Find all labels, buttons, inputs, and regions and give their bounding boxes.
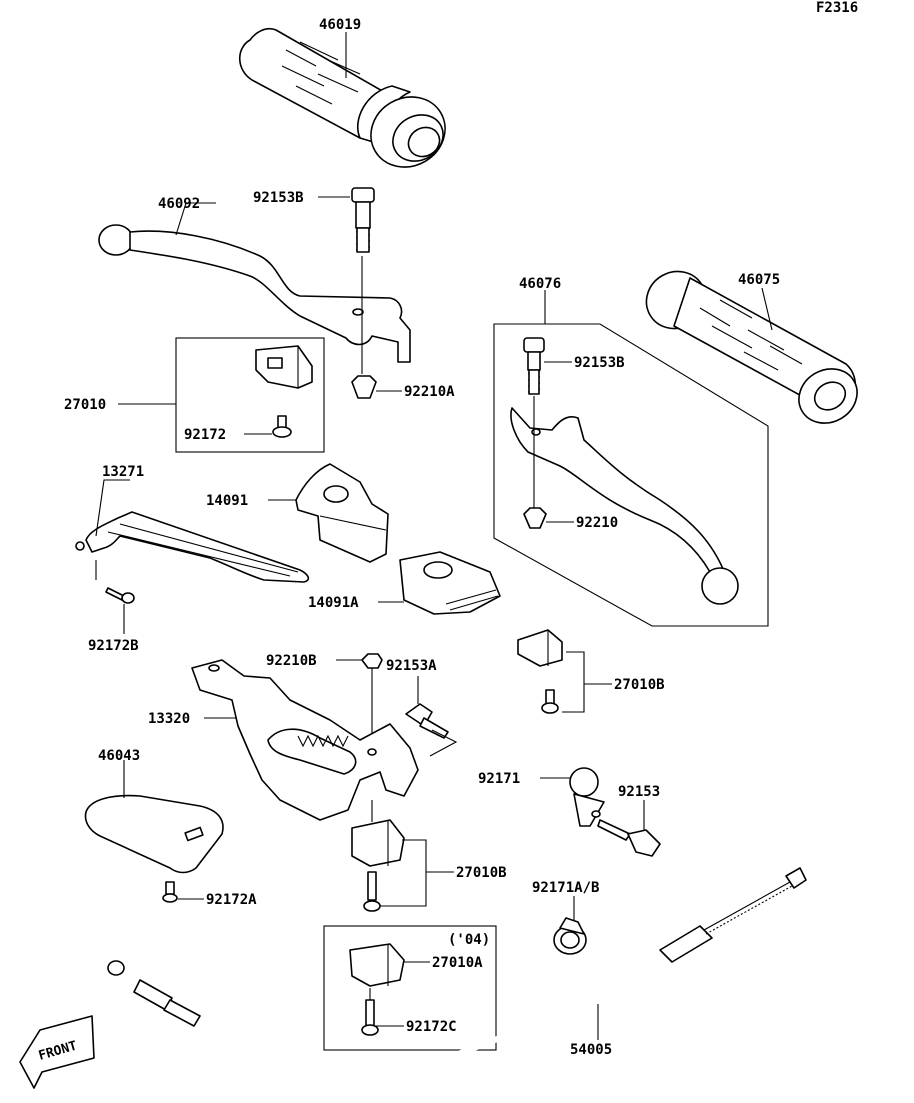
clutch-cable xyxy=(107,867,807,1086)
label-92210: 92210 xyxy=(576,515,618,531)
lever-nut xyxy=(351,375,377,399)
nut-92210b xyxy=(361,653,383,669)
pivot-bolt xyxy=(351,187,375,253)
label-92153: 92153 xyxy=(618,784,660,800)
label-92172c: 92172C xyxy=(406,1019,457,1035)
brake-pivot-bolt xyxy=(523,337,545,395)
label-54005: 54005 xyxy=(570,1042,612,1058)
leader xyxy=(175,202,216,236)
label-92153a: 92153A xyxy=(386,658,437,674)
leader xyxy=(761,287,773,331)
clamp-92171 xyxy=(569,767,605,827)
label-92210b: 92210B xyxy=(266,653,317,669)
label-46076: 46076 xyxy=(519,276,561,292)
switch-box xyxy=(175,337,325,453)
label-92172a: 92172A xyxy=(206,892,257,908)
right-grip xyxy=(645,270,858,424)
brake-lever xyxy=(510,407,739,605)
switch-27010b-mid xyxy=(351,819,405,912)
screw-92172a xyxy=(162,881,178,903)
bolt-92153a xyxy=(405,703,449,739)
label-46092: 46092 xyxy=(158,196,200,212)
label-04: ('04) xyxy=(448,932,490,948)
label-14091: 14091 xyxy=(206,493,248,509)
label-46043: 46043 xyxy=(98,748,140,764)
bracket-13320 xyxy=(191,659,419,821)
label-92171ab: 92171A/B xyxy=(532,880,599,896)
switch-27010a xyxy=(349,943,405,1036)
cover-14091 xyxy=(295,463,389,563)
holder-screw xyxy=(105,587,135,604)
label-92210a: 92210A xyxy=(404,384,455,400)
label-13271: 13271 xyxy=(102,464,144,480)
label-13320: 13320 xyxy=(148,711,190,727)
diagram-code: F2316 xyxy=(816,0,858,16)
bolt-92153 xyxy=(597,819,661,857)
leader xyxy=(380,839,427,907)
clamp-92171ab xyxy=(553,917,587,955)
cover-14091a xyxy=(399,551,501,615)
leader xyxy=(429,729,458,757)
hose-holder xyxy=(75,511,310,583)
clutch-lever xyxy=(98,224,411,363)
label-14091a: 14091A xyxy=(308,595,359,611)
switch-27010b-right xyxy=(517,629,563,714)
cover-46043 xyxy=(84,794,224,874)
label-92171: 92171 xyxy=(478,771,520,787)
label-27010: 27010 xyxy=(64,397,106,413)
label-92153b-right: 92153B xyxy=(574,355,625,371)
brake-lever-box xyxy=(493,323,769,627)
label-27010b-right: 27010B xyxy=(614,677,665,693)
leader xyxy=(95,479,130,537)
left-grip xyxy=(238,27,446,168)
label-92153b-top: 92153B xyxy=(253,190,304,206)
label-92172: 92172 xyxy=(184,427,226,443)
leader xyxy=(562,651,585,713)
label-27010b-mid: 27010B xyxy=(456,865,507,881)
front-arrow: FRONT xyxy=(19,1015,95,1089)
label-46019: 46019 xyxy=(319,17,361,33)
switch-04-box xyxy=(323,925,497,1051)
label-46075: 46075 xyxy=(738,272,780,288)
label-92172b: 92172B xyxy=(88,638,139,654)
clutch-switch xyxy=(255,345,313,389)
brake-nut xyxy=(523,507,547,529)
switch-screw xyxy=(272,415,292,438)
label-27010a: 27010A xyxy=(432,955,483,971)
